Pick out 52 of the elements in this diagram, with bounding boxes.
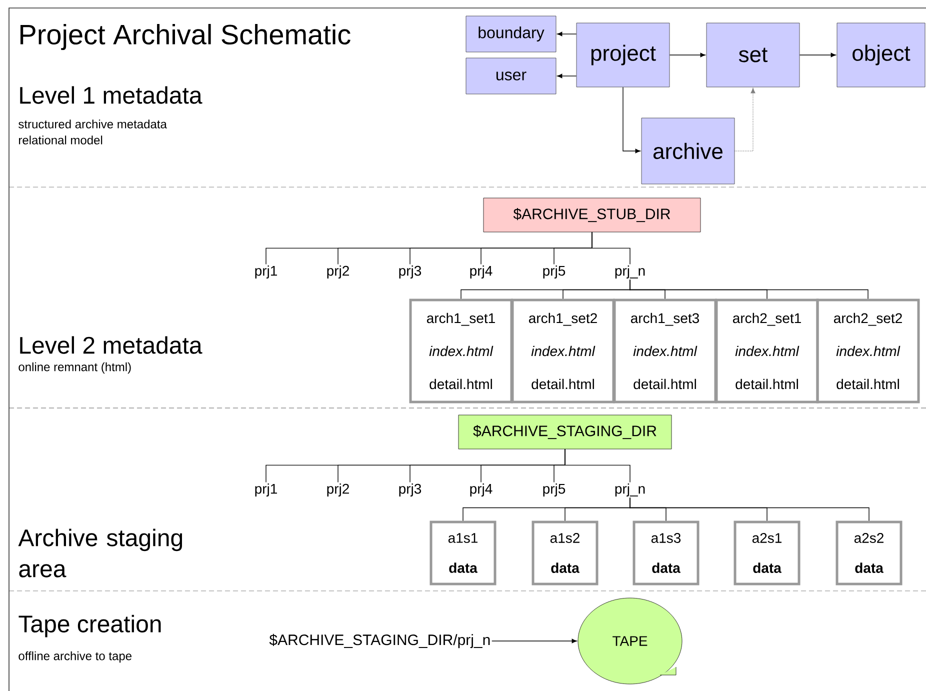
process-box: boundary (466, 16, 556, 52)
section-note: offline archive to tape (18, 651, 132, 663)
archive-cell: arch2_set2 index.html detail.html (816, 298, 920, 404)
data-box: a2s2 data (836, 520, 902, 586)
folder-label: prj3 (399, 265, 422, 279)
section-note: structured archive metadata (18, 120, 167, 128)
data-box: a1s2 data (532, 520, 598, 586)
data-box: a1s1 data (430, 520, 496, 586)
arrow (622, 86, 640, 154)
tree-line (630, 497, 870, 522)
section-note: relational model (19, 136, 102, 144)
arrow (492, 638, 577, 644)
process-box: archive (641, 118, 735, 184)
arrow (669, 52, 706, 58)
folder-label: prj_n (615, 265, 645, 279)
folder-label: prj2 (327, 265, 349, 279)
process-box: object (836, 22, 926, 88)
data-box: a1s3 data (632, 520, 700, 586)
directory-box: $ARCHIVE_STUB_DIR (483, 198, 701, 232)
section-heading: Archive staging area (18, 528, 182, 578)
folder-label: prj1 (255, 265, 277, 279)
arrow (557, 32, 577, 36)
path-label: $ARCHIVE_STAGING_DIR/prj_n (269, 634, 490, 648)
folder-label: prj3 (399, 483, 422, 497)
section-heading: Tape creation (18, 614, 161, 638)
folder-label: prj5 (543, 483, 566, 497)
tape-bubble: TAPE (578, 598, 682, 684)
arrow (799, 52, 836, 58)
folder-label: prj1 (255, 483, 277, 497)
archive-cell: arch2_set1 index.html detail.html (715, 298, 819, 404)
arrow (557, 74, 577, 78)
process-box: user (466, 58, 556, 94)
data-box: a2s1 data (734, 520, 800, 586)
archive-cell: arch1_set3 index.html detail.html (613, 298, 717, 404)
directory-box: $ARCHIVE_STAGING_DIR (458, 414, 672, 450)
process-box: project (576, 22, 670, 88)
folder-label: prj4 (470, 483, 492, 497)
dotted-arrow (734, 88, 756, 152)
folder-label: prj4 (470, 265, 492, 279)
section-note: online remnant (html) (18, 362, 131, 374)
folder-label: prj2 (327, 483, 349, 497)
archive-cell: arch1_set1 index.html detail.html (409, 298, 513, 404)
tree-line (564, 448, 630, 483)
folder-label: prj_n (615, 483, 645, 497)
section-heading: Level 1 metadata (20, 86, 202, 104)
title: Project Archival Schematic (20, 24, 350, 50)
tree-line (630, 279, 868, 300)
section-heading: Level 2 metadata (20, 336, 202, 354)
process-box: set (706, 22, 800, 88)
archive-cell: arch1_set2 index.html detail.html (511, 298, 615, 404)
folder-label: prj5 (543, 265, 566, 279)
tree-line (592, 232, 630, 265)
